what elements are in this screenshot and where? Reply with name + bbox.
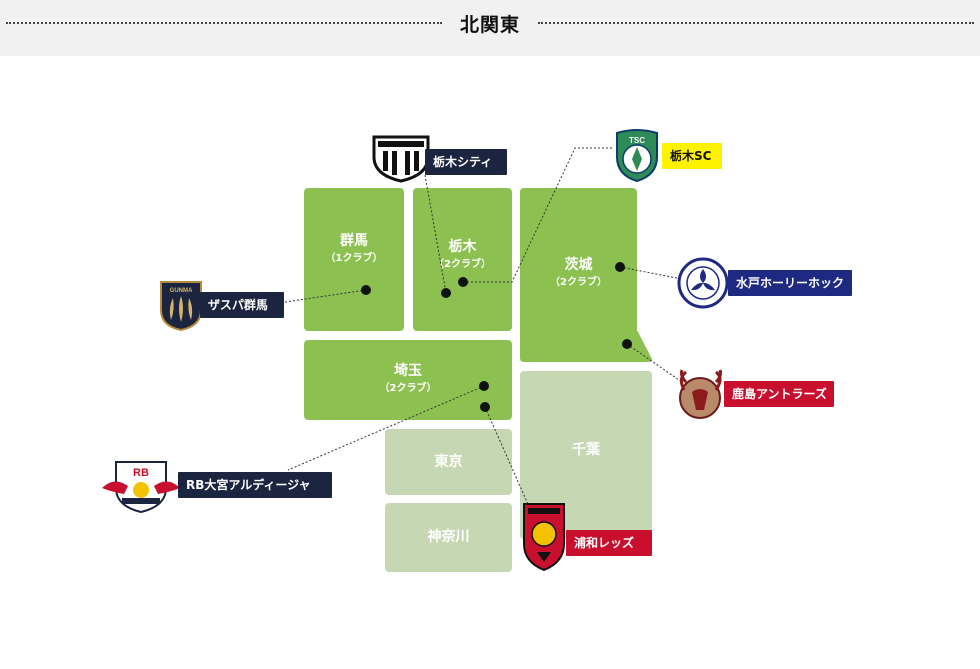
club-label-tochigi-sc: 栃木SC	[662, 143, 722, 169]
region-tokyo: 東京	[385, 429, 512, 495]
region-chiba-name: 千葉	[572, 442, 600, 458]
club-dot-urawa	[480, 402, 490, 412]
tochigi-city-crest-icon	[372, 135, 430, 183]
region-ibaraki-name: 茨城	[564, 257, 593, 273]
club-label-rb-omiya: RB大宮アルディージャ	[178, 472, 332, 498]
region-gunma-count: （1クラブ）	[325, 253, 383, 264]
tsc-crest-text: TSC	[629, 136, 645, 145]
club-dot-tochigi-city	[441, 288, 451, 298]
region-saitama-name: 埼玉	[394, 363, 422, 379]
club-dot-kashima	[622, 339, 632, 349]
header-dotted-rule-right	[538, 22, 974, 24]
region-ibaraki-count: （2クラブ）	[550, 277, 607, 288]
club-label-thespa-gunma: ザスパ群馬	[200, 292, 284, 318]
club-dot-tochigi-sc	[458, 277, 468, 287]
section-header: 北関東	[0, 0, 980, 56]
rb-omiya-crest-icon: RB	[102, 461, 180, 514]
region-tochigi: 栃木 （2クラブ）	[413, 188, 512, 331]
club-label-urawa: 浦和レッズ	[566, 530, 652, 556]
region-kanagawa-name: 神奈川	[427, 529, 470, 545]
club-dot-rb-omiya	[479, 381, 489, 391]
club-label-tochigi-city: 栃木シティ	[425, 149, 507, 175]
region-tokyo-name: 東京	[434, 454, 463, 470]
thespa-gunma-crest-icon: GUNMA	[160, 281, 202, 332]
region-saitama: 埼玉 （2クラブ）	[304, 340, 512, 420]
section-title: 北関東	[459, 14, 520, 36]
club-dot-thespa-gunma	[361, 285, 371, 295]
mito-hollyhock-crest-icon	[677, 257, 729, 309]
region-gunma: 群馬 （1クラブ）	[304, 188, 404, 331]
club-label-kashima: 鹿島アントラーズ	[724, 381, 834, 407]
region-saitama-count: （2クラブ）	[379, 383, 437, 394]
rb-crest-text: RB	[133, 467, 149, 479]
urawa-reds-crest-icon	[523, 503, 565, 572]
club-label-mito: 水戸ホーリーホック	[728, 270, 852, 296]
region-tochigi-count: （2クラブ）	[434, 259, 491, 270]
region-gunma-name: 群馬	[340, 233, 368, 249]
gunma-crest-text: GUNMA	[170, 288, 193, 294]
club-dot-mito	[615, 262, 625, 272]
region-kanagawa: 神奈川	[385, 503, 512, 572]
region-ibaraki: 茨城 （2クラブ）	[520, 188, 637, 288]
region-tochigi-name: 栃木	[448, 239, 477, 255]
kashima-antlers-crest-icon	[679, 369, 722, 419]
header-dotted-rule-left	[6, 22, 442, 24]
tochigi-sc-crest-icon: TSC	[616, 129, 658, 183]
